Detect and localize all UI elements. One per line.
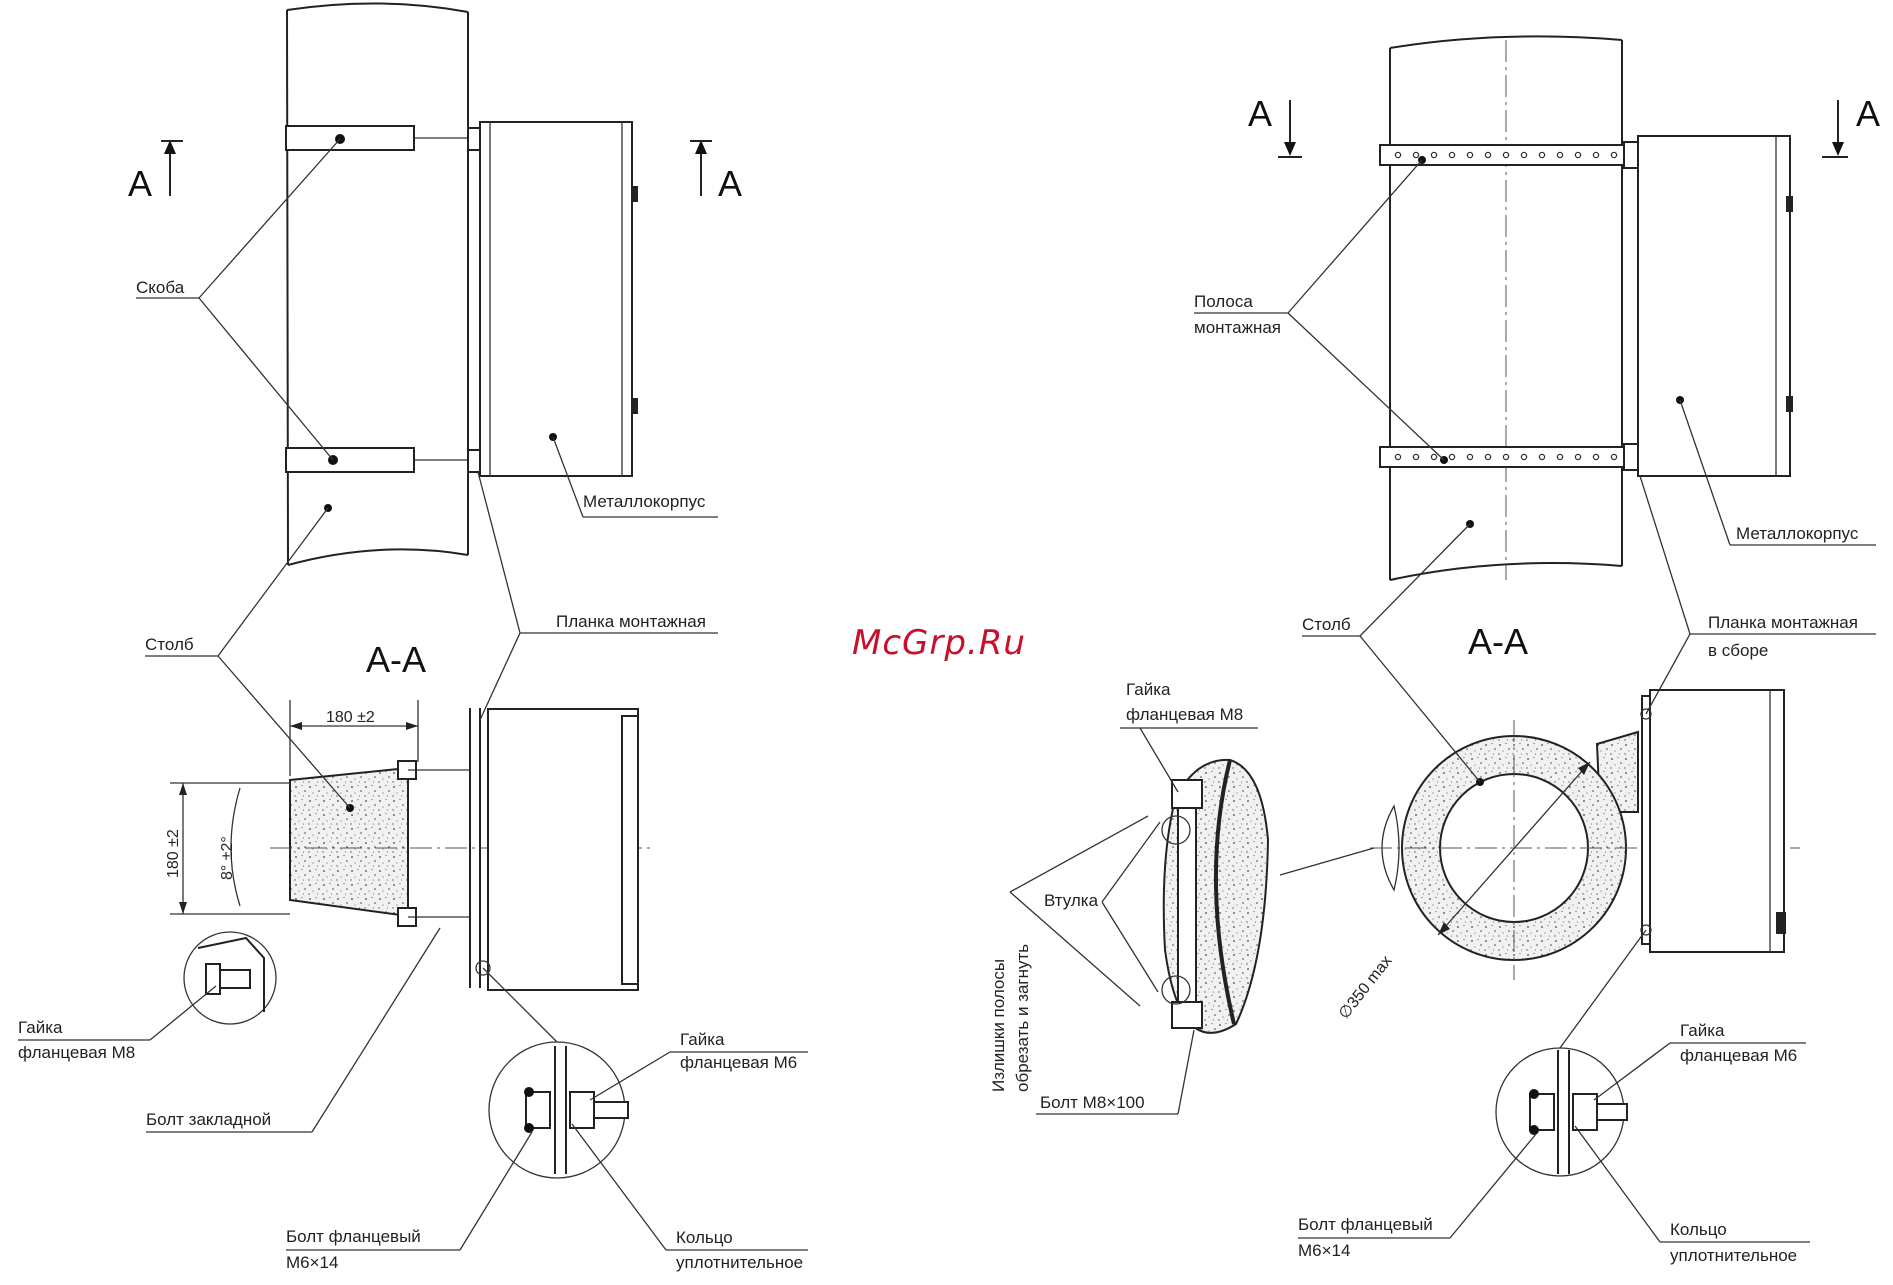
bracket-lower xyxy=(285,447,415,473)
label-strip-1: Полоса xyxy=(1194,292,1253,311)
label-nut-m6-left-1: Гайка xyxy=(680,1030,725,1049)
label-enclosure-right: Металлокорпус xyxy=(1736,524,1859,543)
strip-holes xyxy=(1394,151,1618,461)
section-marker-right-b: A xyxy=(1856,93,1880,134)
label-mount-plate-left: Планка монтажная xyxy=(556,612,706,631)
label-excess-1: Излишки полосы xyxy=(989,959,1008,1092)
section-marker-left-b: A xyxy=(718,163,742,204)
enclosure-front xyxy=(479,121,633,477)
left-section-view: A-A 180 ±2 180 ±2 8° ±2° Гайка фланцевая… xyxy=(18,471,808,1272)
label-pole-right: Столб xyxy=(1302,615,1351,634)
label-nut-m8-left-2: фланцевая М8 xyxy=(18,1043,135,1062)
pole-edge-left xyxy=(286,9,289,566)
section-marker-left-a: A xyxy=(128,163,152,204)
label-nut-m6-right-1: Гайка xyxy=(1680,1021,1725,1040)
label-nut-m8-right-1: Гайка xyxy=(1126,680,1171,699)
label-anchor-bolt: Болт закладной xyxy=(146,1110,271,1129)
left-front-view: A A Скоба Металлокорпус xyxy=(128,2,742,566)
dim-angle: 8° ±2° xyxy=(219,836,236,880)
label-nut-m6-right-2: фланцевая М6 xyxy=(1680,1046,1797,1065)
label-ring-left-1: Кольцо xyxy=(676,1228,733,1247)
label-bolt-left-1: Болт фланцевый xyxy=(286,1227,421,1246)
label-sleeve: Втулка xyxy=(1044,891,1099,910)
detail-circle-anchor xyxy=(183,931,277,1025)
right-front-view: A A Полоса монтажная Металлокорпус xyxy=(1194,35,1880,581)
right-section-view: A-A ∅350 max Гайка фланцевая М8 Втулка И… xyxy=(989,475,1876,1265)
enclosure-section xyxy=(487,708,639,991)
label-ring-right-1: Кольцо xyxy=(1670,1220,1727,1239)
label-bracket: Скоба xyxy=(136,278,185,297)
pole-break-top xyxy=(286,2,469,13)
left-section-title: A-A xyxy=(366,639,426,680)
label-nut-m8-right-2: фланцевая М8 xyxy=(1126,705,1243,724)
label-mount-plate-right-2: в сборе xyxy=(1708,641,1768,660)
bracket-upper xyxy=(285,125,415,151)
dim-diameter: ∅350 max xyxy=(1336,953,1396,1023)
dim-height: 180 ±2 xyxy=(165,829,182,878)
label-bolt-right-1: Болт фланцевый xyxy=(1298,1215,1433,1234)
dim-width: 180 ±2 xyxy=(326,709,375,726)
label-bolt-m8: Болт М8×100 xyxy=(1040,1093,1145,1112)
pole-section xyxy=(289,766,409,918)
right-section-title: A-A xyxy=(1468,621,1528,662)
watermark: McGrp.Ru xyxy=(852,623,1026,663)
label-pole-left: Столб xyxy=(145,635,194,654)
mount-plate-right xyxy=(1641,695,1651,945)
pole-break-top-right xyxy=(1389,35,1623,49)
label-ring-right-2: уплотнительное xyxy=(1670,1246,1797,1265)
label-bolt-left-2: М6×14 xyxy=(286,1253,338,1272)
enclosure-section-right xyxy=(1649,689,1785,953)
label-nut-m6-left-2: фланцевая М6 xyxy=(680,1053,797,1072)
label-strip-2: монтажная xyxy=(1194,318,1281,337)
label-enclosure-left: Металлокорпус xyxy=(583,492,706,511)
enclosure-front-right xyxy=(1637,135,1791,477)
label-mount-plate-right-1: Планка монтажная xyxy=(1708,613,1858,632)
section-marker-right-a: A xyxy=(1248,93,1272,134)
label-excess-2: обрезать и загнуть xyxy=(1013,944,1032,1092)
label-bolt-right-2: М6×14 xyxy=(1298,1241,1350,1260)
label-nut-m8-left-1: Гайка xyxy=(18,1018,63,1037)
pole-break-bottom xyxy=(287,548,469,566)
label-ring-left-2: уплотнительное xyxy=(676,1253,803,1272)
